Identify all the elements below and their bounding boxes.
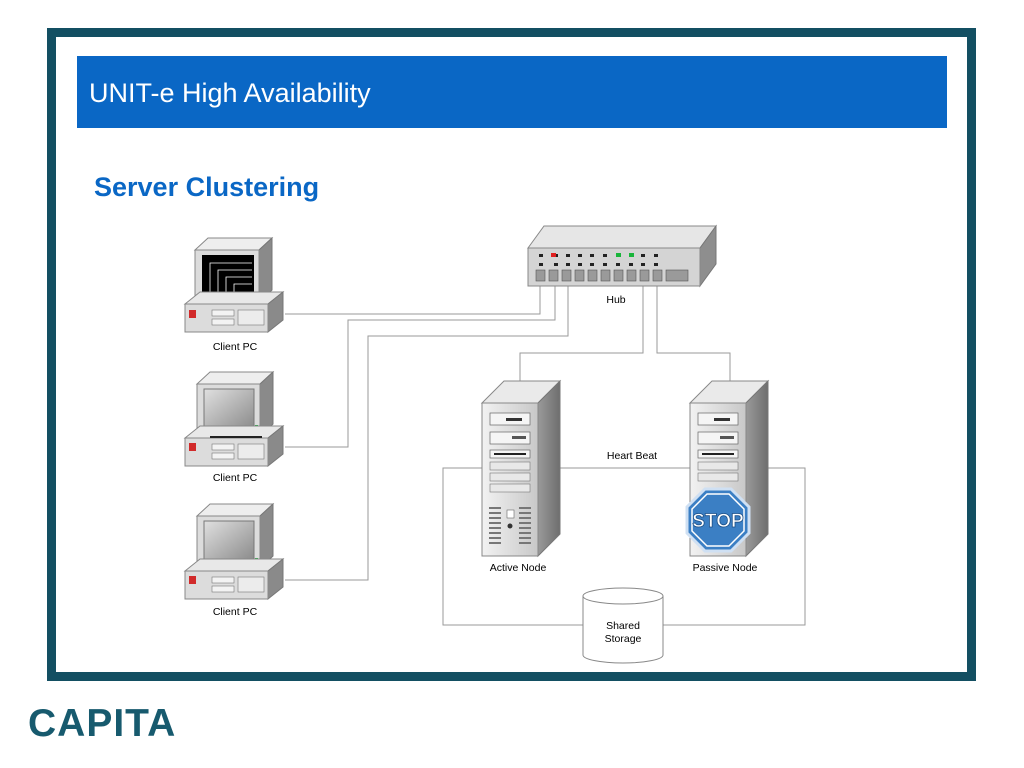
shared-storage-icon (582, 587, 664, 664)
network-cables (285, 283, 806, 626)
cable-active-storage (442, 467, 583, 626)
cable-pc2-hub (285, 283, 556, 448)
storage-label-line1: Shared (606, 620, 640, 632)
capita-logo: CAPITA (28, 702, 177, 745)
stop-sign-text: STOP (692, 511, 744, 532)
stop-sign-icon: STOP (685, 487, 751, 553)
hub-label: Hub (606, 294, 625, 306)
client-pc-1-icon (183, 236, 285, 334)
slide-subtitle: Server Clustering (94, 172, 320, 202)
cable-hub-passive (656, 283, 731, 393)
title-bar: UNIT-e High Availability (77, 56, 947, 128)
heartbeat-label: Heart Beat (607, 450, 657, 462)
hub-icon (527, 224, 717, 288)
cable-passive-storage (663, 467, 806, 626)
active-node-server-icon (480, 379, 562, 558)
passive-node-label: Passive Node (693, 562, 758, 574)
client-pc-2-icon (183, 370, 285, 468)
client-pc-3-icon (183, 502, 285, 601)
cable-pc3-hub (285, 283, 569, 581)
storage-label-line2: Storage (605, 633, 642, 645)
client-pc-3-label: Client PC (213, 606, 258, 618)
client-pc-1-label: Client PC (213, 341, 258, 353)
cable-hub-active (519, 283, 644, 393)
active-node-label: Active Node (490, 562, 547, 574)
client-pc-2-label: Client PC (213, 472, 258, 484)
cable-pc1-hub (285, 283, 541, 315)
slide-title: UNIT-e High Availability (89, 78, 371, 108)
